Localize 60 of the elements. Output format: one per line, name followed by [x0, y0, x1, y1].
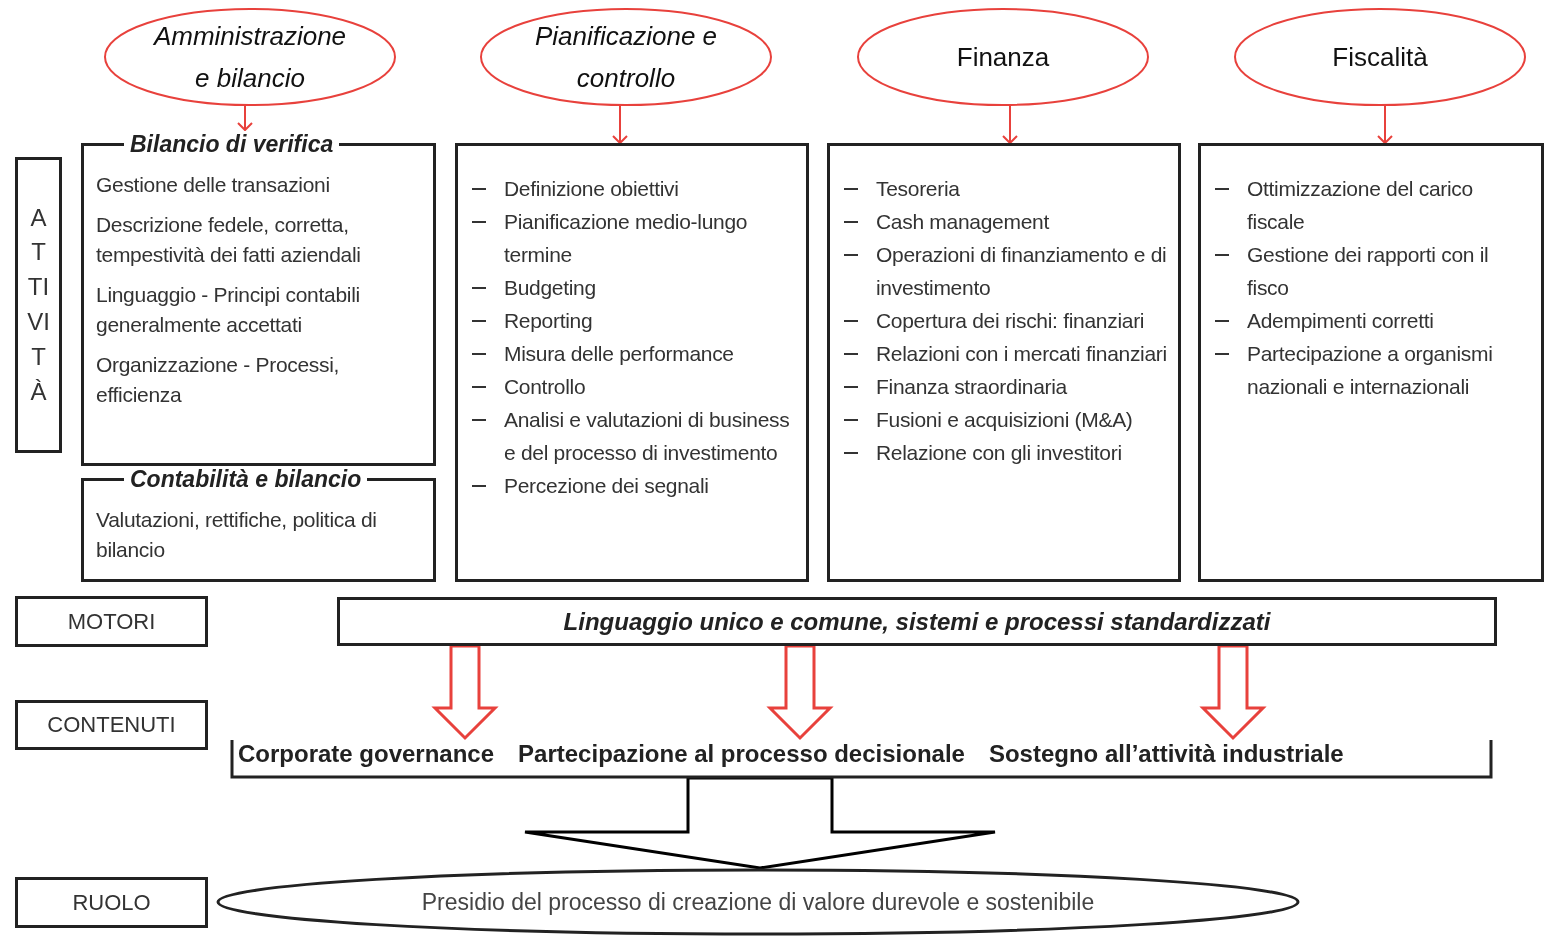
ellipse-label: Pianificazione e controllo [533, 20, 719, 95]
activity-text: Descrizione fedele, corretta, tempestività dei fatti aziendali [96, 212, 362, 268]
list-item: Percezione dei segnali [470, 469, 798, 502]
list-item: Adempimenti corretti [1213, 304, 1533, 337]
content-item: Corporate governance [238, 739, 495, 769]
list-item: Misura delle performance [470, 337, 798, 370]
block-arrow [766, 644, 834, 741]
list-item: Budgeting [470, 271, 798, 304]
list-item: Cash management [842, 205, 1170, 238]
arrow [237, 104, 253, 131]
block-arrow [1199, 644, 1267, 741]
row-label: ATTIVITÀ [26, 202, 51, 407]
list-item: Relazione con gli investitori [842, 436, 1170, 469]
role-ellipse [216, 868, 1300, 936]
row-label: RUOLO [72, 889, 151, 916]
content-item: Sostegno all’attività industriale [988, 739, 1344, 769]
list-item: Fusioni e acquisizioni (M&A) [842, 403, 1170, 436]
ellipse-label: Fiscalità [1332, 41, 1428, 74]
row-label: CONTENUTI [47, 712, 176, 738]
row-label-box [15, 157, 62, 453]
list-item: Analisi e valutazioni di business e del processo di investimento [470, 403, 798, 469]
arrow [1377, 104, 1393, 144]
list-item: Tesoreria [842, 172, 1170, 205]
list-item: Controllo [470, 370, 798, 403]
row-label-box [15, 877, 208, 928]
row-label-box [15, 596, 208, 647]
list-item: Relazioni con i mercati finanziari [842, 337, 1170, 370]
area-ellipse [1234, 8, 1526, 106]
area-ellipse [104, 8, 396, 106]
area-ellipse [480, 8, 772, 106]
activity-text: Valutazioni, rettifiche, politica di bilancio [96, 507, 378, 563]
list-item: Gestione dei rapporti con il fisco [1213, 238, 1533, 304]
activity-box [827, 143, 1181, 582]
activity-text: Linguaggio - Principi contabili generalmente accettati [96, 282, 361, 338]
ellipse-label: Amministrazione e bilancio [152, 20, 348, 95]
row-label: MOTORI [67, 608, 156, 635]
list-item: Definizione obiettivi [470, 172, 798, 205]
activity-box [455, 143, 809, 582]
area-ellipse [857, 8, 1149, 106]
list-item: Copertura dei rischi: finanziari [842, 304, 1170, 337]
block-arrow [431, 644, 499, 741]
list-item: Pianificazione medio-lungo termine [470, 205, 798, 271]
activity-text: Gestione delle transazioni [96, 172, 331, 198]
arrow [612, 104, 628, 144]
row-label-box [15, 700, 208, 750]
list-item: Operazioni di finanziamento e di investimento [842, 238, 1170, 304]
content-item: Partecipazione al processo decisionale [518, 739, 965, 769]
role-text: Presidio del processo di creazione di valore durevole e sostenibile [421, 888, 1095, 916]
content-bracket [230, 738, 1493, 778]
list-item: Reporting [470, 304, 798, 337]
block-arrow [523, 776, 997, 870]
ellipse-label: Finanza [956, 41, 1050, 74]
list-item: Partecipazione a organismi nazionali e internazionali [1213, 337, 1533, 403]
driver-bar [337, 597, 1497, 646]
activity-box [1198, 143, 1544, 582]
arrow [1002, 104, 1018, 144]
bar-label: Linguaggio unico e comune, sistemi e processi standardizzati [563, 607, 1271, 636]
list-item: Ottimizzazione del carico fiscale [1213, 172, 1533, 238]
list-item: Finanza straordinaria [842, 370, 1170, 403]
activity-text: Organizzazione - Processi, efficienza [96, 352, 341, 408]
